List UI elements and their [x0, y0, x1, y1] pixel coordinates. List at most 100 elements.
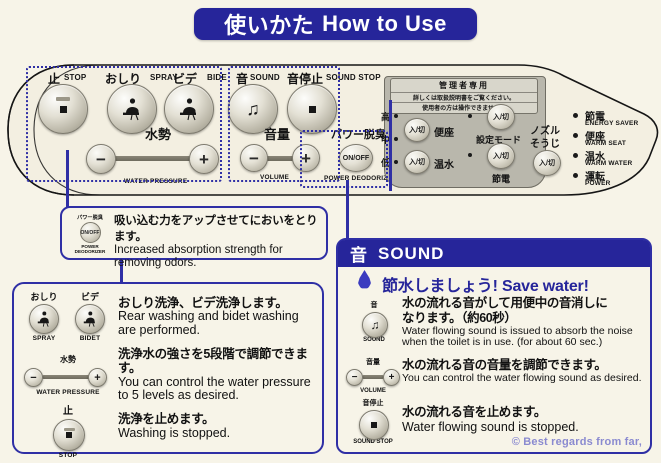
rear-wash-icon — [37, 311, 49, 327]
wash-bidet-button[interactable] — [75, 304, 105, 334]
nozzle-clean-label-line1: ノズル — [530, 126, 560, 137]
energy-save-onoff-button[interactable]: 入/切 — [487, 143, 515, 169]
onoff-label: 入/切 — [409, 159, 425, 166]
deodorizer-mini-icon: パワー脱臭 ON/OFF POWER DEODORIZER — [70, 214, 110, 254]
mini-icon-label-en: POWER DEODORIZER — [74, 244, 106, 254]
sound-stop-button[interactable] — [287, 84, 337, 134]
sound-row2-text: 水の流れる音の音量を調節できます。 You can control the wa… — [402, 358, 652, 385]
sound-row3-text: 水の流れる音を止めます。 Water flowing sound is stop… — [402, 405, 652, 434]
sound-volume-track — [362, 375, 384, 379]
level-low-dot — [394, 160, 398, 164]
sound-row3-jp1: 水の流れる音を止めます。 — [402, 405, 546, 419]
sound-row3-icon-jp: 音停止 — [362, 400, 384, 407]
deodorizer-onoff-button[interactable]: ON/OFF — [339, 144, 373, 172]
spray-button[interactable] — [107, 84, 157, 134]
connector-admin-vertical — [389, 100, 392, 190]
nozzle-clean-onoff-button[interactable]: 入/切 — [533, 150, 561, 176]
plus-icon: + — [94, 371, 101, 384]
level-high-label: 高 — [381, 112, 391, 122]
wash-p2-jp: 洗浄水の強さを5段階で調節できます。 — [118, 346, 308, 376]
sound-volume-plus-button[interactable]: + — [383, 369, 400, 386]
sound-row1-jp1: 水の流れる音がして用便中の音消しに — [402, 296, 608, 310]
wash-stop-label-en: STOP — [58, 452, 78, 459]
label-water-pressure-jp: 水勢 — [145, 127, 172, 142]
stop-button[interactable] — [38, 84, 88, 134]
deodorizer-callout: パワー脱臭 ON/OFF POWER DEODORIZER 吸い込む力をアップさ… — [60, 206, 328, 269]
label-water-pressure-en: WATER PRESSURE — [124, 178, 188, 185]
connector-sound-line — [346, 180, 349, 240]
page-title: 使いかた How to Use — [194, 8, 477, 40]
square-stop-icon — [308, 105, 316, 113]
volume-plus-button[interactable]: + — [292, 144, 320, 172]
sound-row1-button[interactable]: ♫ — [362, 312, 388, 338]
warm-seat-label: 便座 — [434, 128, 454, 139]
label-stop-jp: 止 — [48, 72, 61, 86]
energy-save-label: 節電 — [492, 174, 511, 184]
connector-wash-line — [120, 256, 123, 284]
warm-water-onoff-button[interactable]: 入/切 — [404, 150, 430, 174]
status-label-warm-water-jp: 温水 — [585, 152, 605, 163]
sound-row3-button[interactable] — [359, 410, 389, 440]
bidet-wash-icon — [180, 98, 196, 121]
bidet-wash-icon — [83, 311, 95, 327]
deodorizer-callout-en2: removing odors. — [114, 257, 197, 270]
onoff-icon: ON/OFF — [79, 222, 101, 243]
sound-button[interactable]: ♫ — [228, 84, 278, 134]
label-sound-stop-jp: 音停止 — [287, 72, 324, 86]
wash-bidet-label-en: BIDET — [79, 335, 101, 342]
status-dot-warm-water — [573, 153, 578, 158]
label-deodorizer-en: POWER DEODORIZER — [324, 175, 397, 182]
wash-pressure-icon-group: 水勢 − + WATER PRESSURE — [20, 354, 116, 396]
bidet-button[interactable] — [164, 84, 214, 134]
wash-paragraph-1: おしり洗浄、ビデ洗浄します。 Rear washing and bidet wa… — [118, 296, 320, 338]
label-stop-en: STOP — [64, 73, 87, 82]
sound-row1-icon-group: 音 ♫ SOUND — [346, 300, 402, 343]
water-pressure-minus-button[interactable]: − — [86, 144, 116, 174]
wash-bidet-label-jp: ビデ — [80, 292, 99, 302]
page-title-jp: 使いかた — [224, 13, 315, 38]
status-dot-energy-saver — [573, 113, 578, 118]
wash-stop-button[interactable] — [53, 419, 85, 451]
admin-header: 管理者専用 詳しくは取扱説明書をご覧ください。 使用者の方は操作できません。 — [390, 78, 538, 114]
level-low-label: 低 — [381, 158, 391, 168]
stop-button-groove — [63, 428, 75, 431]
admin-header-line2: 詳しくは取扱説明書をご覧ください。 — [391, 92, 537, 102]
energy-save-dot — [468, 153, 472, 157]
level-mid-dot — [394, 137, 398, 141]
water-pressure-plus-button[interactable]: + — [189, 144, 219, 174]
status-label-warm-seat-en: WARM SEAT — [585, 140, 627, 147]
status-label-power-en: POWER — [585, 180, 611, 187]
setting-mode-onoff-button[interactable]: 入/切 — [487, 104, 515, 130]
sound-volume-minus-button[interactable]: − — [346, 369, 363, 386]
wash-pressure-minus-button[interactable]: − — [24, 368, 43, 387]
label-volume-en: VOLUME — [260, 174, 290, 181]
wash-p2-en1: You can control the water pressure — [118, 374, 311, 389]
volume-minus-button[interactable]: − — [240, 144, 268, 172]
sound-row1-icon-jp: 音 — [370, 302, 378, 309]
label-sound-stop-en: SOUND STOP — [326, 73, 381, 82]
wash-p1-en2: are performed. — [118, 323, 200, 338]
onoff-label: 入/切 — [409, 127, 425, 134]
wash-pressure-track — [42, 375, 90, 379]
admin-header-line3: 使用者の方は操作できません。 — [391, 102, 537, 112]
wash-stop-icon-group: 止 STOP — [40, 402, 96, 459]
onoff-label: 入/切 — [493, 114, 509, 121]
wash-spray-button[interactable] — [29, 304, 59, 334]
warm-seat-onoff-button[interactable]: 入/切 — [404, 118, 430, 142]
square-stop-icon — [371, 422, 377, 428]
stop-button-groove — [56, 97, 70, 101]
onoff-label: 入/切 — [539, 160, 555, 167]
plus-icon: + — [301, 148, 311, 168]
mini-icon-label-jp: パワー脱臭 — [77, 215, 103, 221]
wash-pressure-plus-button[interactable]: + — [88, 368, 107, 387]
status-dot-power — [573, 173, 578, 178]
water-drop-icon — [358, 270, 371, 289]
water-pressure-track — [106, 156, 198, 161]
status-label-energy-saver-jp: 節電 — [585, 112, 605, 123]
label-bidet-jp: ビデ — [173, 72, 198, 86]
sound-row1-jp2: なります。（約60秒） — [402, 310, 517, 325]
label-spray-en: SPRAY — [150, 73, 178, 82]
status-dot-warm-seat — [573, 133, 578, 138]
label-deodorizer-jp: パワー脱臭 — [331, 129, 386, 141]
